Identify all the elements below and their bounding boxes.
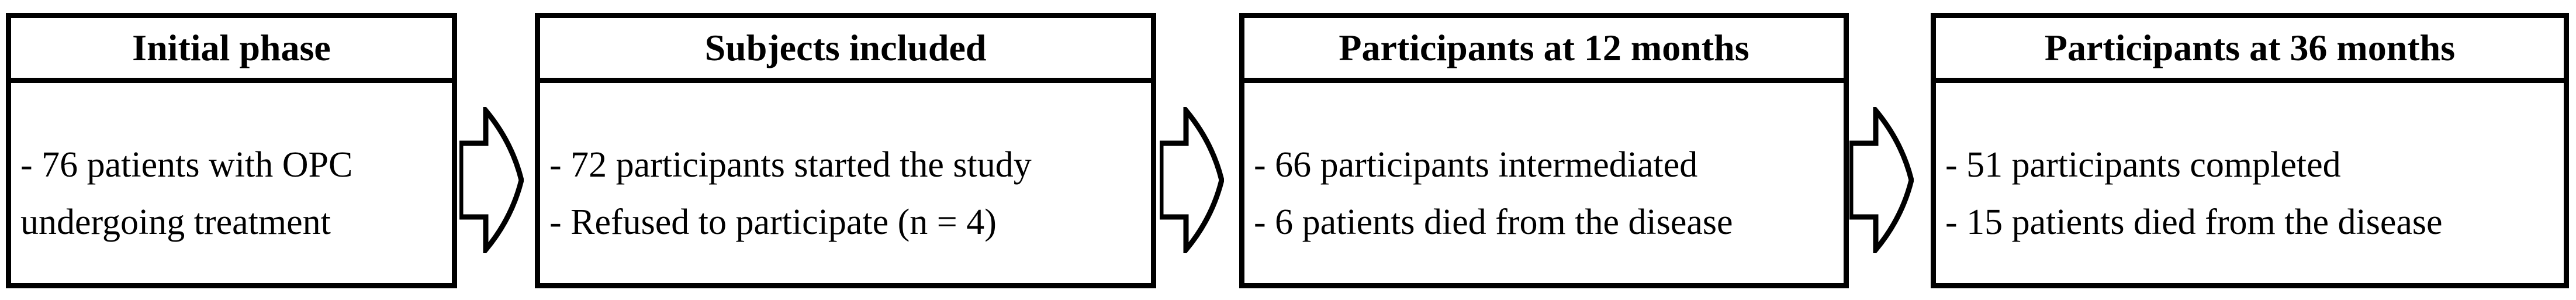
body-item: - 72 participants started the study — [549, 145, 1032, 185]
body-item: - Refused to participate (n = 4) — [549, 202, 997, 242]
body-item: - 76 patients with OPC undergoing treatm… — [20, 145, 353, 242]
flow-arrow-icon — [459, 107, 524, 253]
box-title: Subjects included — [540, 18, 1151, 83]
box-title: Initial phase — [11, 18, 452, 83]
box-body: - 76 patients with OPC undergoing treatm… — [11, 83, 452, 283]
flow-arrow-icon — [1849, 107, 1914, 253]
flow-box-participants-12-months: Participants at 12 months - 66 participa… — [1239, 13, 1849, 288]
body-item: - 66 participants intermediated — [1254, 145, 1698, 185]
flow-arrow-icon — [1160, 107, 1224, 253]
body-item: - 51 participants completed — [1945, 145, 2341, 185]
flow-box-subjects-included: Subjects included - 72 participants star… — [535, 13, 1156, 288]
box-title: Participants at 36 months — [1936, 18, 2564, 83]
flow-box-initial-phase: Initial phase - 76 patients with OPC und… — [6, 13, 457, 288]
box-title: Participants at 12 months — [1244, 18, 1844, 83]
flow-box-participants-36-months: Participants at 36 months - 51 participa… — [1931, 13, 2569, 288]
box-body: - 51 participants completed - 15 patient… — [1936, 83, 2564, 283]
body-item: - 6 patients died from the disease — [1254, 202, 1733, 242]
box-body: - 72 participants started the study - Re… — [540, 83, 1151, 283]
box-body: - 66 participants intermediated - 6 pati… — [1244, 83, 1844, 283]
body-item: - 15 patients died from the disease — [1945, 202, 2443, 242]
